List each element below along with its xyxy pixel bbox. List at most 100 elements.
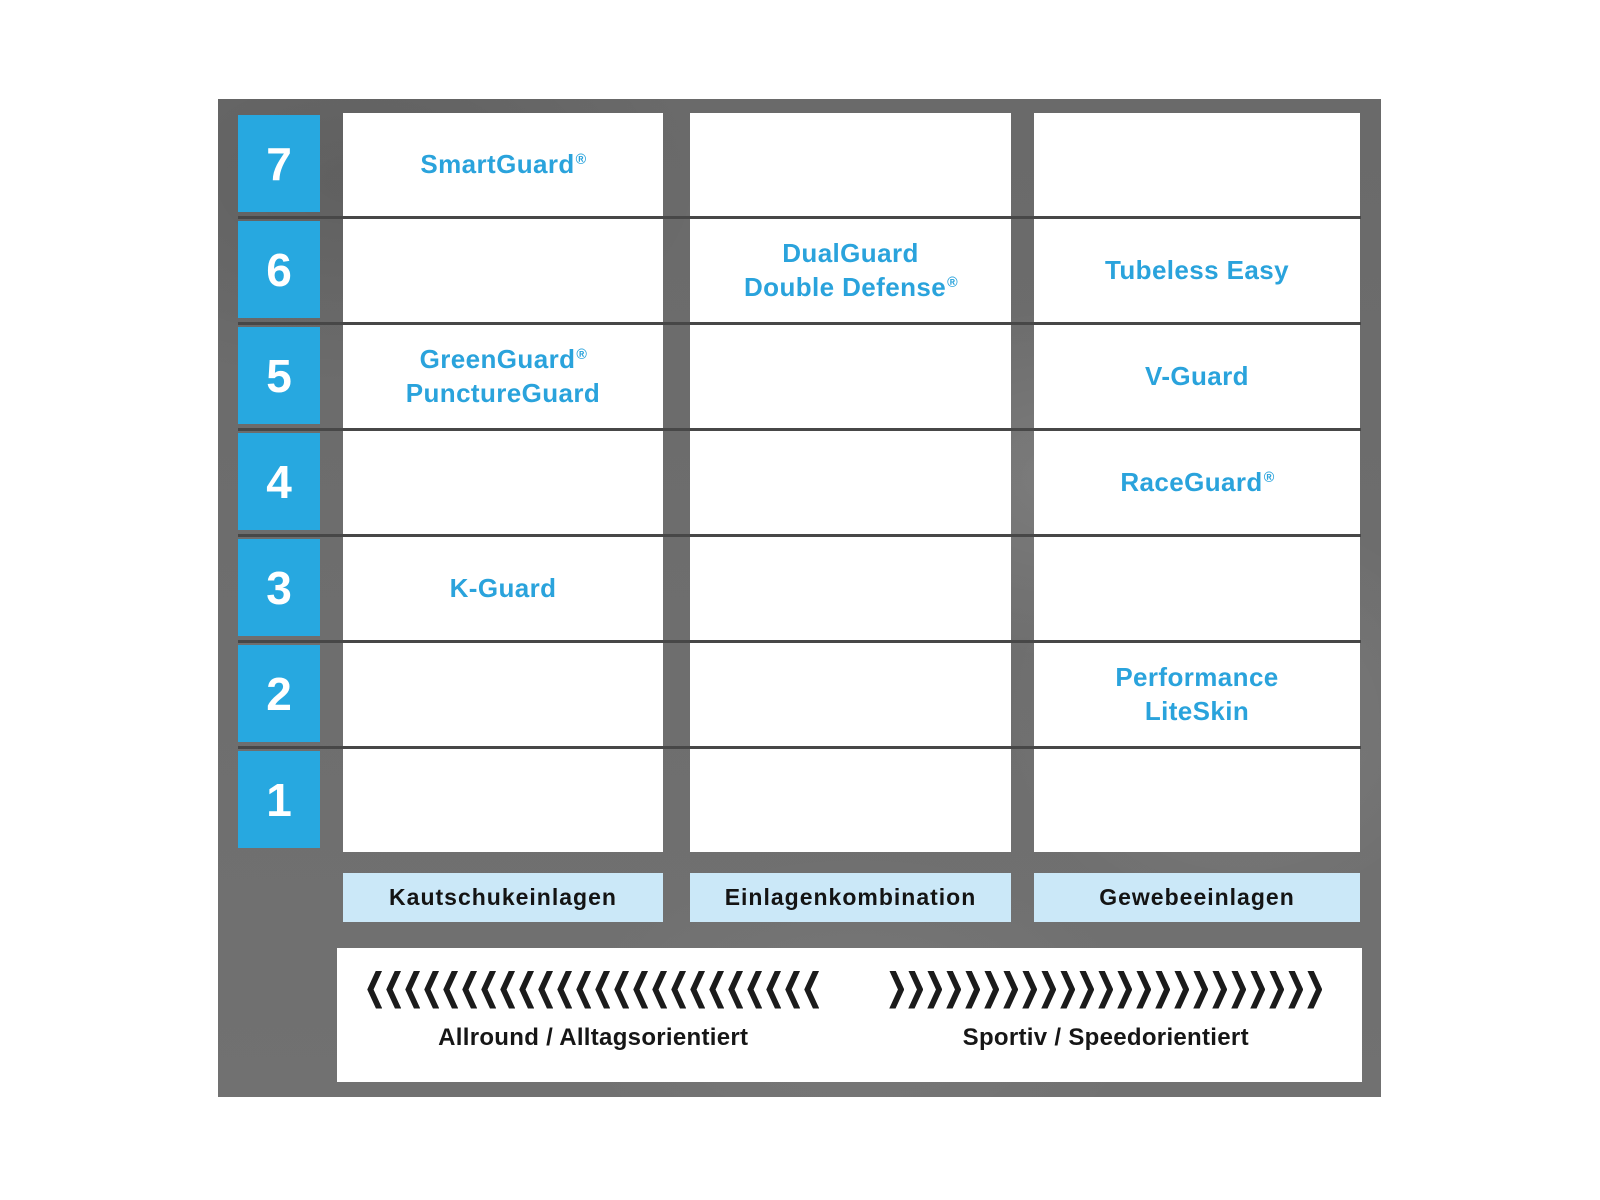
left-chevron-glyph (500, 970, 516, 1009)
right-chevron-glyph (1250, 970, 1266, 1009)
legend-left-label: Allround / Alltagsorientiert (438, 1023, 749, 1051)
right-chevron-glyph (927, 970, 943, 1009)
level-badge-7: 7 (238, 115, 320, 212)
legend-right-label: Sportiv / Speedorientiert (962, 1023, 1249, 1051)
grid-cell-col2-row7 (690, 113, 1011, 216)
left-chevron-glyph (557, 970, 573, 1009)
column-gewebeeinlagen: Tubeless Easy V-Guard RaceGuard® Perform… (1034, 113, 1360, 855)
left-chevron-glyph (386, 970, 402, 1009)
left-chevron-glyph (424, 970, 440, 1009)
left-chevron-glyph (405, 970, 421, 1009)
right-chevron-glyph (1231, 970, 1247, 1009)
left-chevron-glyph (785, 970, 801, 1009)
product-label-smartguard: SmartGuard® (420, 148, 587, 179)
right-chevron-glyph (1060, 970, 1076, 1009)
left-chevron-glyph (747, 970, 763, 1009)
grid-cell-col2-row1 (690, 749, 1011, 852)
left-chevron-glyph (709, 970, 725, 1009)
legend-sportiv: Sportiv / Speedorientiert (850, 948, 1363, 1082)
right-chevron-glyph (1003, 970, 1019, 1009)
left-chevron-glyph (462, 970, 478, 1009)
category-footer-einlagenkombination: Einlagenkombination (690, 873, 1011, 922)
product-label-greenguard: GreenGuard®PunctureGuard (405, 343, 601, 408)
right-chevron-glyph (946, 970, 962, 1009)
right-chevron-glyph (1155, 970, 1171, 1009)
product-label-kguard: K-Guard (449, 572, 557, 603)
right-chevron-glyph (1174, 970, 1190, 1009)
left-chevron-glyph (595, 970, 611, 1009)
product-label-tubeless-easy: Tubeless Easy (1105, 254, 1289, 285)
right-chevron-glyph (1193, 970, 1209, 1009)
category-footer-kautschukeinlagen: Kautschukeinlagen (343, 873, 663, 922)
right-chevron-glyph (1136, 970, 1152, 1009)
grid-cell-col3-row3 (1034, 537, 1360, 640)
row-separator (238, 534, 1361, 537)
left-chevron-glyph (576, 970, 592, 1009)
left-chevron-glyph (728, 970, 744, 1009)
right-chevron-glyph (1079, 970, 1095, 1009)
chart-panel: 7 6 5 4 3 2 1 SmartGuard® GreenGuard®Pun… (218, 99, 1381, 1097)
row-separator (238, 216, 1361, 219)
grid-cell-col2-row4 (690, 431, 1011, 534)
level-badge-3: 3 (238, 539, 320, 636)
left-chevron-glyph (652, 970, 668, 1009)
right-chevron-glyph (1212, 970, 1228, 1009)
right-chevron-glyph (1288, 970, 1304, 1009)
right-chevron-glyph (908, 970, 924, 1009)
left-chevron-glyph (633, 970, 649, 1009)
grid-cell-col1-row5: GreenGuard®PunctureGuard (343, 325, 663, 428)
level-badge-6: 6 (238, 221, 320, 318)
grid-cell-col2-row2 (690, 643, 1011, 746)
left-chevron-glyph (804, 970, 820, 1009)
right-chevron-glyph (1117, 970, 1133, 1009)
left-chevron-glyph (766, 970, 782, 1009)
category-footer-gewebeeinlagen: Gewebeeinlagen (1034, 873, 1360, 922)
legend-allround: Allround / Alltagsorientiert (337, 948, 850, 1082)
level-badge-1: 1 (238, 751, 320, 848)
grid-cell-col2-row3 (690, 537, 1011, 640)
right-chevron-glyph (1098, 970, 1114, 1009)
row-separator (238, 428, 1361, 431)
level-badge-5: 5 (238, 327, 320, 424)
left-chevrons-icon (367, 970, 820, 1009)
grid-cell-col3-row7 (1034, 113, 1360, 216)
left-chevron-glyph (519, 970, 535, 1009)
left-chevron-glyph (538, 970, 554, 1009)
right-chevron-glyph (1041, 970, 1057, 1009)
left-chevron-glyph (443, 970, 459, 1009)
grid-cell-col3-row6: Tubeless Easy (1034, 219, 1360, 322)
grid-cell-col3-row5: V-Guard (1034, 325, 1360, 428)
left-chevron-glyph (614, 970, 630, 1009)
product-label-raceguard: RaceGuard® (1120, 466, 1275, 497)
grid-cell-col1-row2 (343, 643, 663, 746)
right-chevrons-icon (889, 970, 1323, 1009)
grid-cell-col1-row6 (343, 219, 663, 322)
right-chevron-glyph (965, 970, 981, 1009)
level-badge-2: 2 (238, 645, 320, 742)
grid-cell-col1-row7: SmartGuard® (343, 113, 663, 216)
left-chevron-glyph (671, 970, 687, 1009)
left-chevron-glyph (367, 970, 383, 1009)
grid-cell-col3-row4: RaceGuard® (1034, 431, 1360, 534)
left-chevron-glyph (690, 970, 706, 1009)
row-separator (238, 640, 1361, 643)
right-chevron-glyph (1022, 970, 1038, 1009)
grid-cell-col2-row5 (690, 325, 1011, 428)
right-chevron-glyph (984, 970, 1000, 1009)
grid-cell-col1-row1 (343, 749, 663, 852)
grid-cell-col1-row3: K-Guard (343, 537, 663, 640)
level-badge-4: 4 (238, 433, 320, 530)
right-chevron-glyph (1307, 970, 1323, 1009)
left-chevron-glyph (481, 970, 497, 1009)
grid-cell-col1-row4 (343, 431, 663, 534)
row-separator (238, 746, 1361, 749)
product-label-vguard: V-Guard (1145, 360, 1249, 391)
right-chevron-glyph (1269, 970, 1285, 1009)
level-scale-column: 7 6 5 4 3 2 1 (238, 115, 320, 857)
